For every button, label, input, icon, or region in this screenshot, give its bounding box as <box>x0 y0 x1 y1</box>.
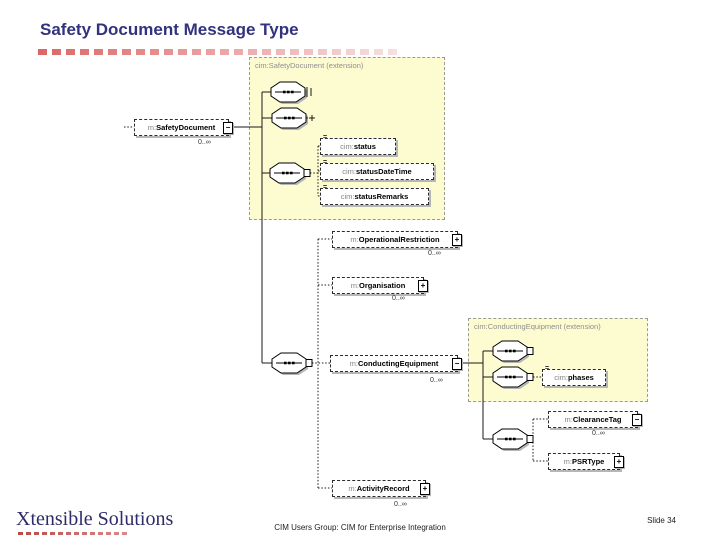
cardinality-label: 0..∞ <box>198 139 211 146</box>
element-name: statusDateTime <box>356 167 412 176</box>
namespace-prefix: cim: <box>340 192 355 201</box>
element-name: OperationalRestriction <box>358 235 440 244</box>
element-m-safetydocument: m:SafetyDocument − <box>134 119 233 136</box>
sequence-compositor-icon <box>270 163 310 185</box>
element-m-clearancetag: m:ClearanceTag − <box>548 411 642 428</box>
namespace-prefix: cim: <box>554 373 568 382</box>
element-name: phases <box>567 373 594 382</box>
sequence-compositor-icon <box>493 367 533 389</box>
element-name: ActivityRecord <box>356 484 410 493</box>
element-m-activityrecord: m:ActivityRecord + <box>332 480 430 497</box>
sequence-compositor-icon <box>271 107 315 131</box>
element-cim-status: = cim:status <box>320 134 396 155</box>
cardinality-label: 0..∞ <box>392 295 405 302</box>
element-m-conductingequipment: m:ConductingEquipment − <box>330 355 462 372</box>
sequence-compositor-icon <box>272 353 312 375</box>
simple-content-icon: = <box>323 159 328 166</box>
element-m-psrtype: m:PSRType + <box>548 453 624 470</box>
title-underline-dashes <box>38 49 402 55</box>
extension-box-label: cim:ConductingEquipment (extension) <box>474 322 601 331</box>
namespace-prefix: cim: <box>340 142 354 151</box>
expand-toggle-icon: + <box>452 234 462 246</box>
sequence-compositor-icon <box>270 81 312 105</box>
element-cim-statusremarks: = cim:statusRemarks <box>320 184 429 205</box>
cardinality-label: 0..∞ <box>592 430 605 437</box>
namespace-prefix: m: <box>350 235 359 244</box>
element-name: ClearanceTag <box>572 415 622 424</box>
sequence-compositor-icon <box>493 429 533 451</box>
company-logo: Xtensible Solutions <box>16 508 174 530</box>
page-title: Safety Document Message Type <box>40 20 299 39</box>
logo-underline-dashes <box>18 532 128 535</box>
element-name: Organisation <box>359 281 406 290</box>
element-name: ConductingEquipment <box>357 359 439 368</box>
expand-toggle-icon: + <box>418 280 428 292</box>
footer-text: CIM Users Group: CIM for Enterprise Inte… <box>274 523 446 532</box>
namespace-prefix: m: <box>147 123 157 132</box>
namespace-prefix: m: <box>348 484 357 493</box>
element-cim-statusdatetime: = cim:statusDateTime <box>320 159 434 180</box>
element-m-organisation: m:Organisation + <box>332 277 428 294</box>
expand-toggle-icon: + <box>420 483 430 495</box>
namespace-prefix: m: <box>349 359 358 368</box>
extension-box-conductingequipment: cim:ConductingEquipment (extension) <box>468 318 648 402</box>
element-cim-phases: = cim:phases <box>542 365 606 386</box>
element-name: PSRType <box>571 457 605 466</box>
namespace-prefix: m: <box>350 281 360 290</box>
simple-content-icon: = <box>323 184 328 191</box>
collapse-toggle-icon: − <box>632 414 642 426</box>
extension-box-label: cim:SafetyDocument (extension) <box>255 61 364 70</box>
collapse-toggle-icon: − <box>223 122 233 134</box>
namespace-prefix: cim: <box>342 167 357 176</box>
collapse-toggle-icon: − <box>452 358 462 370</box>
namespace-prefix: m: <box>563 457 572 466</box>
cardinality-label: 0..∞ <box>428 250 441 257</box>
cardinality-label: 0..∞ <box>394 501 407 508</box>
element-name: statusRemarks <box>354 192 409 201</box>
element-m-operationalrestriction: m:OperationalRestriction + <box>332 231 462 248</box>
expand-toggle-icon: + <box>614 456 624 468</box>
sequence-compositor-icon <box>493 341 533 363</box>
element-name: SafetyDocument <box>156 123 216 132</box>
element-name: status <box>353 142 376 151</box>
namespace-prefix: m: <box>564 415 573 424</box>
simple-content-icon: = <box>545 365 550 372</box>
slide-number: Slide 34 <box>647 516 676 525</box>
cardinality-label: 0..∞ <box>430 377 443 384</box>
simple-content-icon: = <box>323 134 328 141</box>
